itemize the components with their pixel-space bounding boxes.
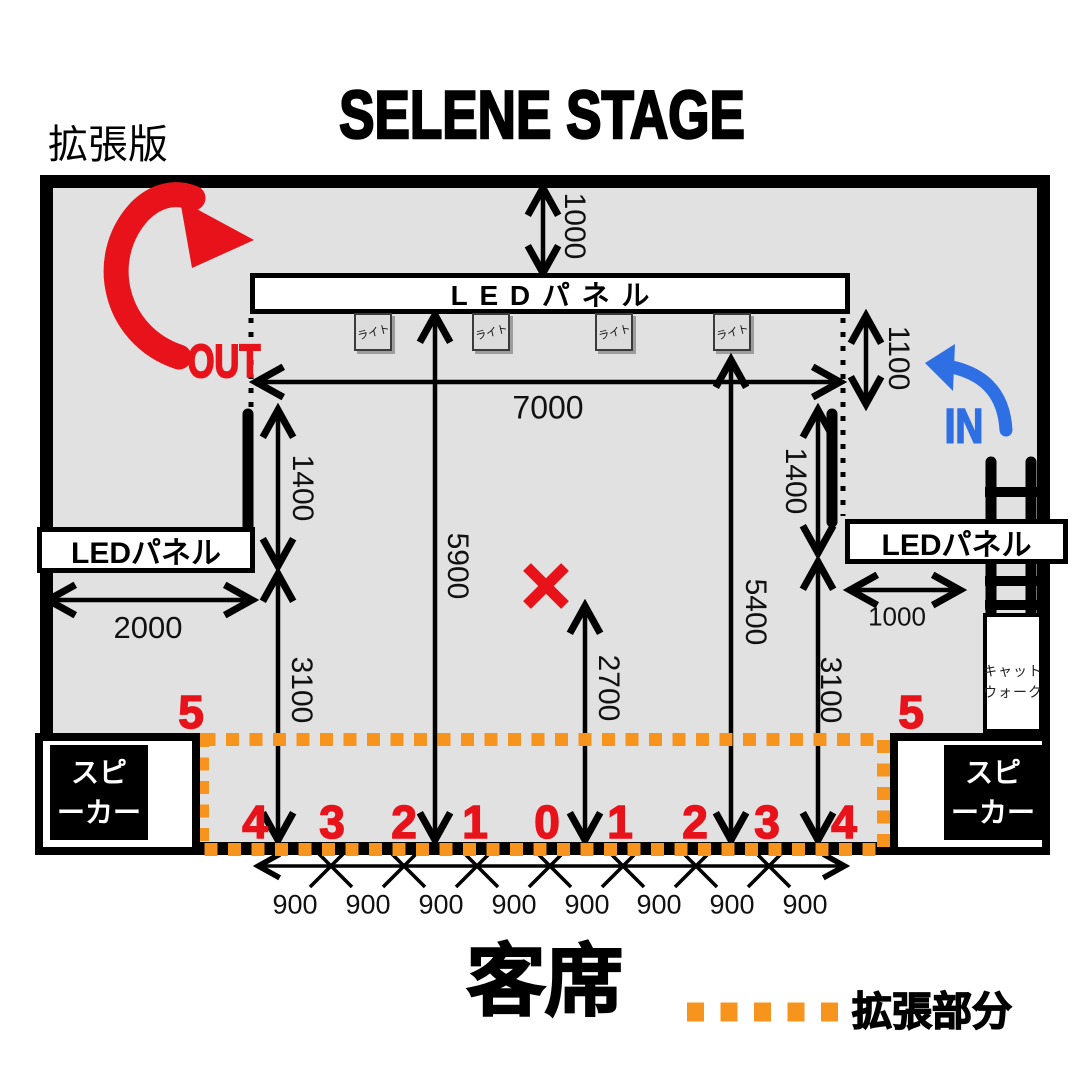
light-label: ライト — [473, 323, 509, 343]
light-box: ライト — [354, 313, 392, 351]
catwalk-line2: ウォーク — [983, 684, 1043, 700]
grid-unit-label: 900 — [272, 889, 318, 920]
dim-ext-left: 3100 — [285, 656, 318, 724]
position-number: 3 — [318, 795, 345, 849]
led-panel-top: LEDパネル — [250, 273, 850, 314]
light-label: ライト — [596, 323, 632, 343]
position-number: 4 — [241, 795, 268, 849]
light-box: ライト — [713, 313, 751, 351]
dim-depth-center: 5900 — [441, 532, 474, 600]
grid-unit-label: 900 — [491, 889, 537, 920]
position-number: 1 — [461, 795, 488, 849]
edition-label: 拡張版 — [48, 123, 168, 167]
grid-unit-label: 900 — [345, 889, 391, 920]
dim-wing-right: 1400 — [779, 447, 812, 515]
dim-panel-width: 7000 — [512, 389, 584, 426]
dim-ext-right: 3100 — [814, 656, 847, 724]
grid-unit-label: 900 — [636, 889, 682, 920]
position-number: 0 — [533, 795, 560, 849]
light-label: ライト — [714, 323, 750, 343]
speaker-right: スピ ーカー — [944, 745, 1042, 840]
position-number: 4 — [830, 795, 857, 849]
speaker-left-line2: ーカー — [56, 796, 141, 828]
light-box: ライト — [472, 313, 510, 351]
in-label: IN — [944, 400, 984, 455]
grid-unit-label: 900 — [782, 889, 828, 920]
out-label: OUT — [187, 334, 261, 388]
led-panel-right: LEDパネル — [845, 519, 1068, 564]
page-title: SELENE STAGE — [338, 76, 746, 155]
grid-unit-label: 900 — [564, 889, 610, 920]
dim-wing-left: 1400 — [286, 454, 319, 522]
led-panel-left: LEDパネル — [37, 527, 255, 573]
catwalk-line1: キャット — [983, 663, 1043, 679]
speaker-left-line1: スピ — [70, 756, 127, 788]
dim-center-front: 2700 — [592, 654, 625, 722]
light-label: ライト — [355, 323, 391, 343]
speaker-right-line2: ーカー — [950, 796, 1035, 828]
speaker-left: スピ ーカー — [50, 745, 148, 840]
position-number: 3 — [753, 795, 780, 849]
dim-right-offset: 1100 — [882, 325, 915, 391]
position-number: 1 — [606, 795, 633, 849]
dim-depth-right: 5400 — [739, 578, 772, 646]
speaker-right-line1: スピ — [964, 756, 1021, 788]
dim-led-left-width: 2000 — [113, 610, 183, 645]
grid-unit-label: 900 — [418, 889, 464, 920]
catwalk-box: キャット ウォーク — [983, 613, 1043, 733]
position-number-5-right: 5 — [897, 685, 924, 739]
dim-top-clearance: 1000 — [558, 192, 591, 260]
light-box: ライト — [595, 313, 633, 351]
dim-led-right-width: 1000 — [868, 601, 926, 632]
grid-unit-label: 900 — [709, 889, 755, 920]
audience-label: 客席 — [466, 936, 624, 1026]
position-number: 2 — [681, 795, 708, 849]
position-number: 2 — [390, 795, 417, 849]
legend-expansion-label: 拡張部分 — [851, 989, 1013, 1035]
position-number-5-left: 5 — [177, 685, 204, 739]
